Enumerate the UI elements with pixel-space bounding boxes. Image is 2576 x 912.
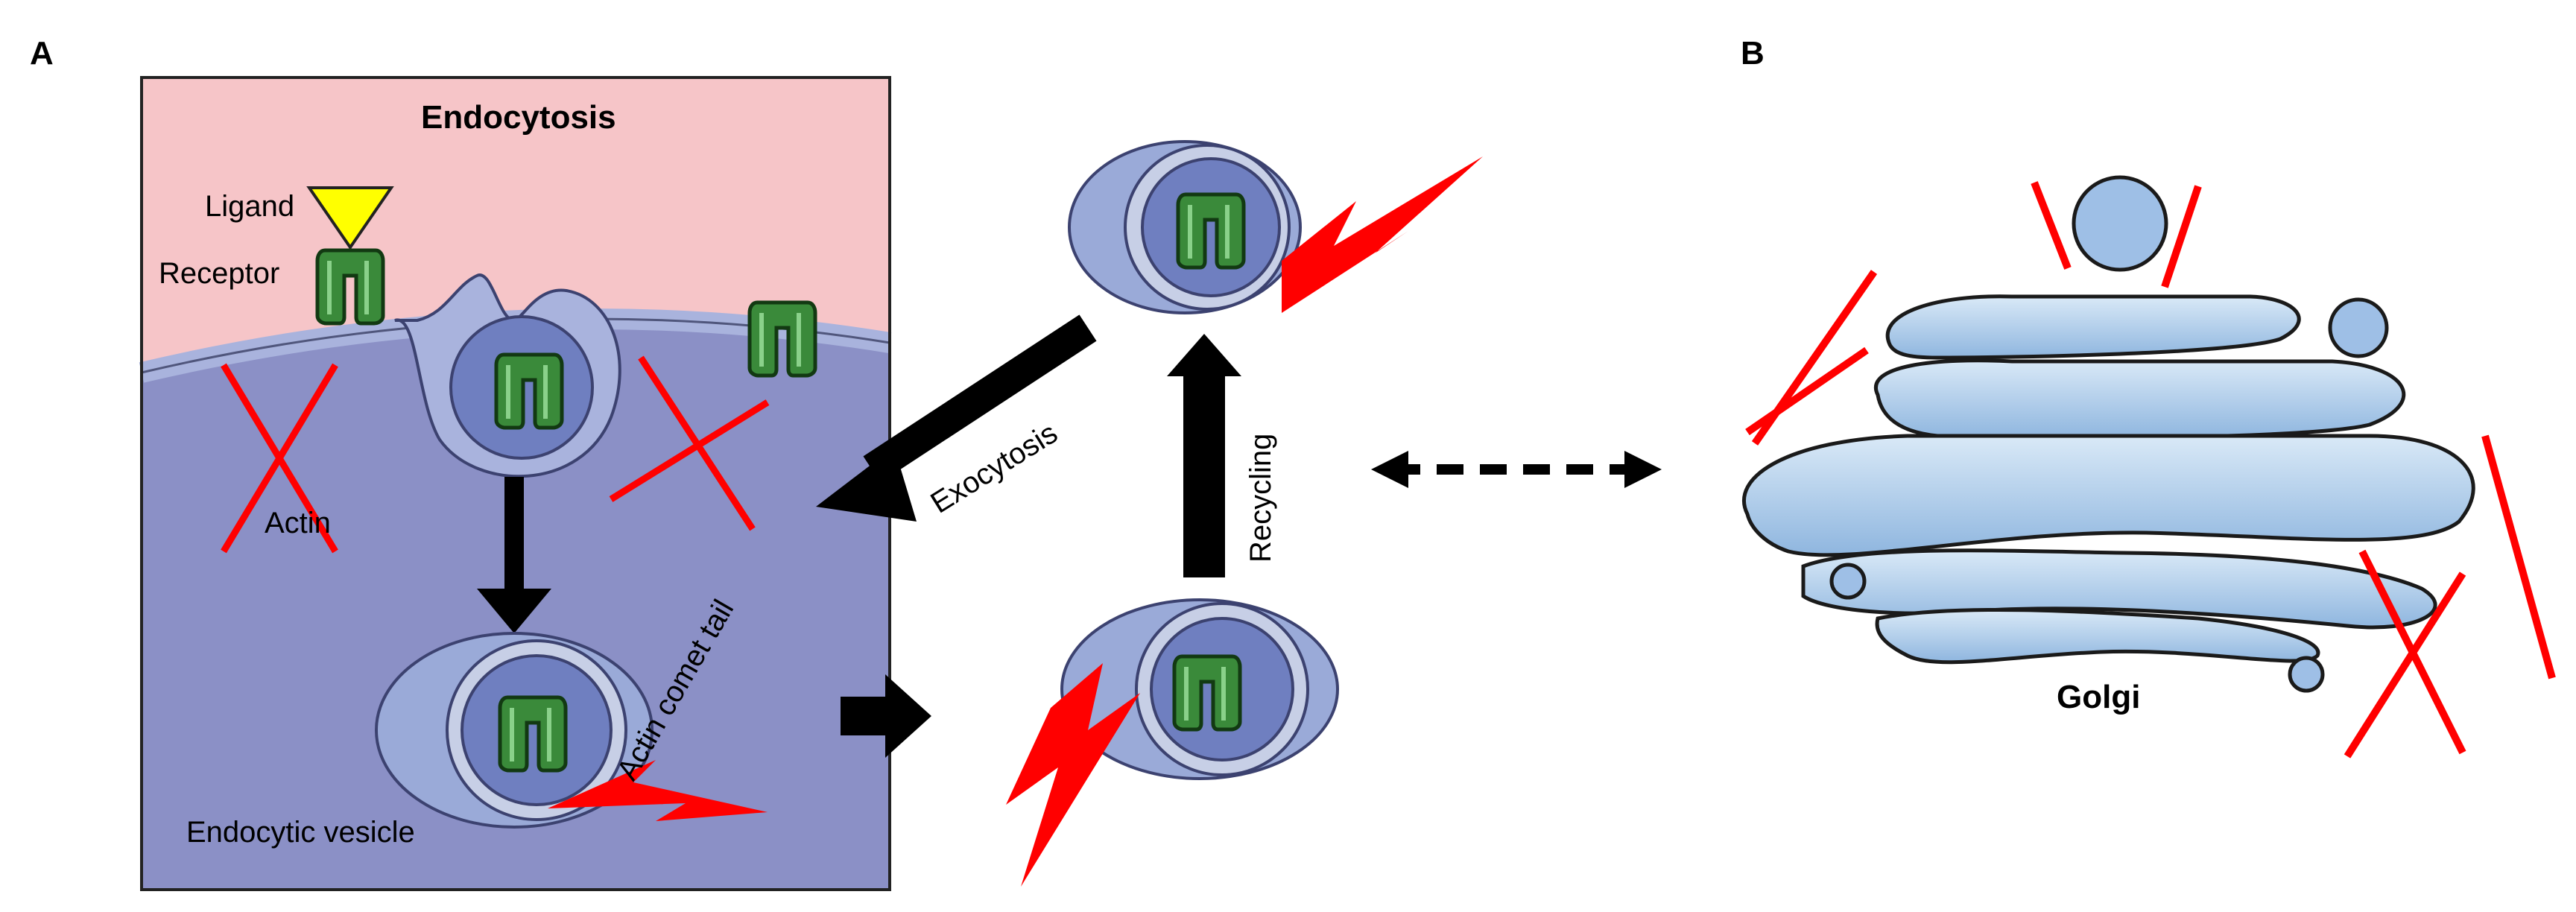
lower-vesicle-comet-bolt bbox=[1006, 663, 1140, 887]
panel-letter-b: B bbox=[1741, 35, 1765, 72]
actin-inhibition-cross-left bbox=[221, 363, 338, 554]
actin-comet-tail-bolt bbox=[548, 760, 768, 821]
golgi-label: Golgi bbox=[2057, 679, 2140, 715]
endocytic-vesicle bbox=[375, 632, 654, 829]
recycling-arrow bbox=[1167, 334, 1241, 577]
upper-vesicle bbox=[1068, 140, 1302, 314]
internalization-arrow bbox=[477, 477, 551, 633]
receptor-label: Receptor bbox=[159, 257, 279, 290]
recycling-label: Recycling bbox=[1244, 434, 1277, 563]
golgi-inhibition-marks bbox=[1745, 181, 2556, 759]
exocytosis-arrow bbox=[816, 314, 1097, 522]
golgi-apparatus bbox=[1742, 175, 2475, 693]
ligand-label: Ligand bbox=[205, 190, 294, 223]
endocytic-vesicle-label: Endocytic vesicle bbox=[186, 816, 415, 849]
transport-arrow bbox=[841, 674, 931, 758]
upper-vesicle-comet-bolt bbox=[1282, 156, 1483, 313]
panel-letter-a: A bbox=[30, 35, 54, 72]
lower-vesicle bbox=[1060, 598, 1339, 780]
dashed-connection-arrow bbox=[1371, 451, 1662, 488]
actin-label: Actin bbox=[265, 507, 331, 539]
ligand-triangle bbox=[306, 186, 394, 250]
endocytosis-title: Endocytosis bbox=[421, 99, 616, 136]
actin-inhibition-cross-right bbox=[609, 355, 770, 531]
